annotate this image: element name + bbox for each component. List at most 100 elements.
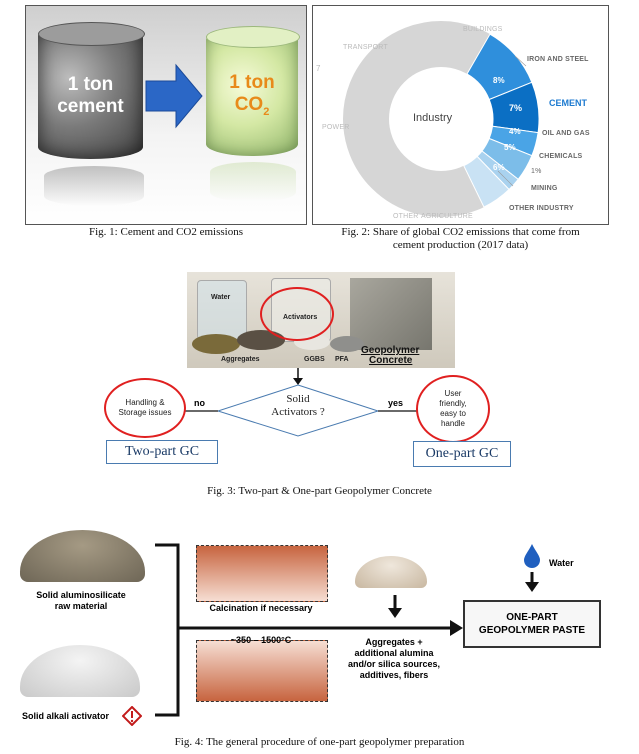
calcination-top-box [196, 545, 328, 602]
industry-slices [463, 33, 540, 208]
co2-label-line1: 1 ton [229, 72, 275, 93]
decision-diamond [216, 384, 380, 437]
additives-arrow-icon [388, 608, 402, 618]
agriculture-label: AGRICULTURE [421, 213, 473, 220]
other-industry-label: OTHER INDUSTRY [509, 205, 574, 212]
fig3-caption: Fig. 3: Two-part & One-part Geopolymer C… [207, 485, 432, 497]
water-drop-icon [524, 544, 540, 592]
slice-value-cement: 7% [509, 103, 523, 113]
power-label: POWER [322, 124, 350, 131]
fig4-caption: Fig. 4: The general procedure of one-par… [174, 736, 465, 748]
bubble-left-line1: Handling & [125, 398, 165, 407]
slice-value-chemicals: 5% [504, 143, 516, 152]
cement-reflection [44, 166, 144, 206]
two-part-gc-box: Two-part GC [106, 440, 218, 464]
right-arrow-icon [145, 63, 203, 129]
buildings-label: BUILDINGS [463, 26, 503, 33]
water-photo-label: Water [211, 294, 231, 301]
chemicals-label: CHEMICALS [539, 153, 583, 160]
decision-line2: Activators ? [271, 406, 325, 418]
materials-photo: Water Activators Aggregates GGBS PFA Geo… [187, 272, 455, 368]
aggregates-pile [192, 334, 240, 354]
additives-line3: and/or silica sources, [347, 659, 441, 669]
cement-label: 1 ton cement [38, 74, 143, 118]
co2-cylinder-top [206, 26, 300, 48]
slice-mining [463, 155, 510, 208]
geopolymer-line1: Geopolymer [361, 345, 420, 356]
co2-cylinder [206, 28, 298, 156]
co2-label-line2: CO [234, 94, 264, 115]
fig2-caption: Fig. 2: Share of global CO2 emissions th… [312, 226, 609, 252]
fig1-caption: Fig. 1: Cement and CO2 emissions [89, 226, 243, 238]
oil-gas-label: OIL AND GAS [542, 130, 590, 137]
one-part-paste-box: ONE-PART GEOPOLYMER PASTE [463, 600, 601, 648]
donut-hole [391, 69, 491, 169]
aggregates-photo-label: Aggregates [221, 356, 260, 363]
decision-label: Solid Activators ? [268, 393, 328, 419]
small-mark: 7 [316, 64, 321, 73]
raw-material-line1: Solid aluminosilicate [36, 590, 126, 600]
co2-subscript: 2 [263, 105, 270, 118]
activator-powder [20, 645, 140, 697]
raw-material-powder [20, 530, 145, 582]
no-label: no [194, 398, 205, 408]
fig2-donut-chart: Industry BUILDINGS TRANSPORT POWER OTHER… [312, 5, 609, 225]
one-part-gc-box: One-part GC [413, 441, 511, 467]
ggbs-photo-label: GGBS [304, 356, 325, 363]
co2-label: 1 ton CO2 [206, 72, 298, 123]
geopolymer-cube [350, 278, 432, 350]
slice-value-other-industry: 6% [493, 163, 505, 172]
bubble-right-line3: easy to [440, 409, 466, 418]
activators-highlight-circle [260, 287, 334, 341]
calcination-bottom-box [196, 640, 328, 702]
raw-material-label: Solid aluminosilicate raw material [22, 590, 140, 612]
water-label: Water [549, 558, 574, 568]
water-beaker [197, 280, 247, 340]
mining-label: MINING [531, 185, 558, 192]
leader-line [514, 55, 527, 67]
leader-line [497, 170, 514, 187]
decision-line1: Solid [286, 393, 310, 405]
additives-label: Aggregates + additional alumina and/or s… [334, 637, 454, 681]
geopolymer-line2: Concrete [369, 355, 413, 366]
raw-material-line2: raw material [54, 601, 108, 611]
bubble-right-line1: User [444, 389, 462, 398]
cement-label-line2: cement [57, 96, 124, 117]
result-line2: GEOPOLYMER PASTE [478, 625, 586, 636]
activator-label: Solid alkali activator [22, 711, 110, 721]
slice-value-mining: 1% [531, 168, 542, 175]
fig1-image: 1 ton cement 1 ton CO2 [25, 5, 307, 225]
donut-svg [343, 21, 540, 217]
other-label: OTHER [393, 213, 419, 220]
fig2-caption-line2: cement production (2017 data) [392, 239, 529, 251]
geopolymer-concrete-label: Geopolymer Concrete [361, 346, 419, 366]
handling-issues-bubble: Handling &Storage issues [104, 378, 186, 438]
iron-steel-label: IRON AND STEEL [527, 56, 589, 63]
pfa-pile [330, 336, 364, 352]
fig2-caption-line1: Fig. 2: Share of global CO2 emissions th… [341, 226, 580, 238]
yes-label: yes [388, 398, 404, 408]
additives-line1: Aggregates + [365, 637, 423, 647]
additives-line2: additional alumina [354, 648, 434, 658]
transport-label: TRANSPORT [343, 44, 388, 51]
additives-line4: additives, fibers [359, 670, 429, 680]
pfa-photo-label: PFA [335, 356, 349, 363]
bubble-right-line4: handle [440, 419, 465, 428]
co2-reflection [210, 162, 296, 202]
cement-label-line1: 1 ton [67, 74, 114, 95]
down-arrow-icon [293, 378, 303, 385]
temperature-label: ~350 – 1500°C [230, 635, 292, 645]
slice-value-iron: 8% [493, 76, 505, 85]
cement-cylinder-top [38, 22, 145, 46]
bubble-right-line2: friendly, [439, 399, 467, 408]
slice-value-oil: 4% [509, 127, 521, 136]
donut-center-label: Industry [413, 112, 453, 124]
cement-cylinder [38, 24, 143, 159]
warning-icon [122, 706, 142, 726]
to-paste-arrow-icon [450, 620, 463, 636]
bubble-left-line2: Storage issues [118, 408, 172, 417]
result-line1: ONE-PART [506, 612, 558, 623]
fig4-lines [155, 543, 463, 717]
cement-label: CEMENT [549, 98, 587, 108]
